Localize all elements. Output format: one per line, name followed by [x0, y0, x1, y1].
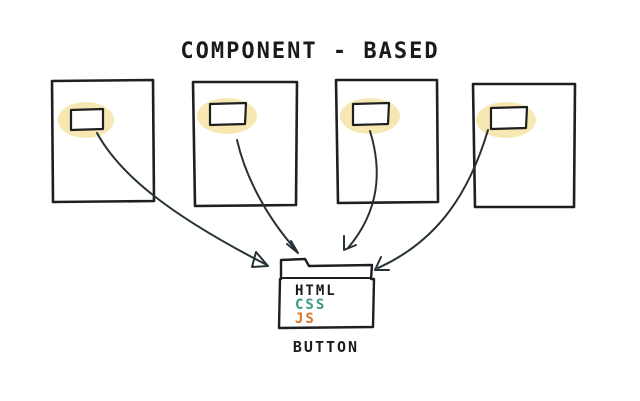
diagram-title: COMPONENT - BASED: [180, 39, 439, 64]
button-instance-4: [489, 105, 529, 131]
button-instance-3: [351, 101, 391, 127]
arrow-1-head: [251, 251, 269, 268]
js-file-label: JS: [295, 311, 316, 327]
page-frame-2: [191, 80, 299, 208]
page-card-3: [334, 78, 440, 205]
page-card-2: [191, 80, 299, 208]
arrow-4: [377, 129, 489, 269]
page-card-4: [471, 82, 577, 209]
arrow-2: [236, 139, 297, 251]
arrow-4-head: [374, 256, 390, 271]
css-file-label: CSS: [295, 297, 326, 313]
page-frame-4: [471, 82, 577, 209]
component-label: BUTTON: [293, 338, 359, 356]
button-component: HTML CSS JS: [277, 257, 376, 330]
page-frame-3: [334, 78, 440, 205]
button-instance-1: [69, 107, 105, 132]
arrow-3-head: [343, 235, 357, 251]
arrow-3: [347, 130, 378, 249]
page-card-1: [50, 78, 156, 204]
arrow-2-head: [286, 240, 299, 254]
arrow-1: [96, 132, 266, 265]
folder-icon: [277, 257, 376, 330]
button-instance-2: [208, 101, 248, 127]
html-file-label: HTML: [295, 283, 337, 299]
